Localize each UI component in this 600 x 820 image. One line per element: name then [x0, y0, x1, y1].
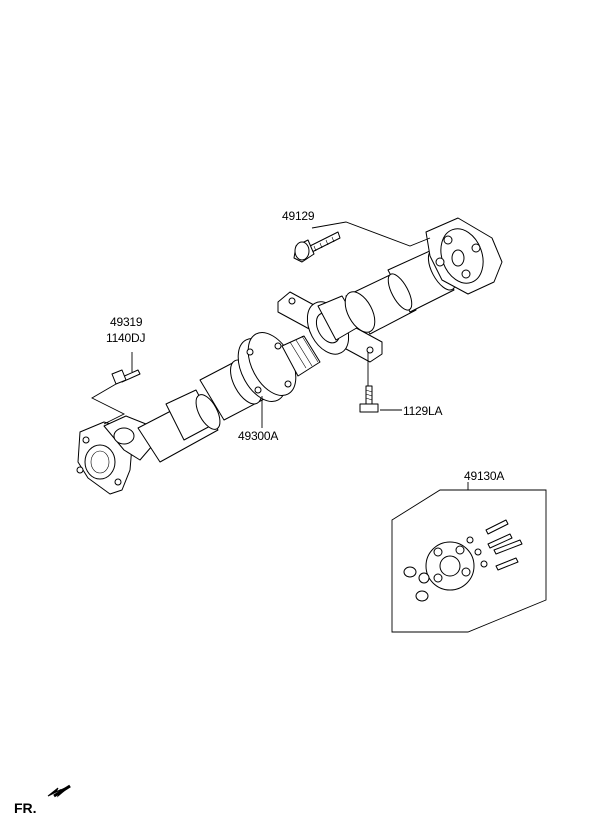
- bolt-49129: [293, 231, 341, 263]
- label-49300A: 49300A: [238, 429, 278, 443]
- center-bearing-support: [277, 291, 383, 363]
- label-49319: 49319: [110, 315, 143, 329]
- label-49129: 49129: [282, 209, 315, 223]
- center-coupling: [237, 332, 321, 402]
- kit-49130A-box: [391, 482, 547, 633]
- arrow-left-down-icon: [47, 784, 71, 798]
- label-1140DJ: 1140DJ: [106, 331, 145, 345]
- bolt-1140DJ: [111, 369, 141, 385]
- label-1129LA: 1129LA: [403, 404, 442, 418]
- front-flange-yoke: [76, 415, 153, 495]
- rear-coupling: [425, 217, 503, 295]
- front-direction-label: FR.: [14, 800, 37, 816]
- leader-lines: [91, 221, 431, 428]
- bolt-1129LA: [359, 385, 379, 413]
- label-49130A: 49130A: [464, 469, 504, 483]
- front-shaft-tube: [137, 355, 271, 463]
